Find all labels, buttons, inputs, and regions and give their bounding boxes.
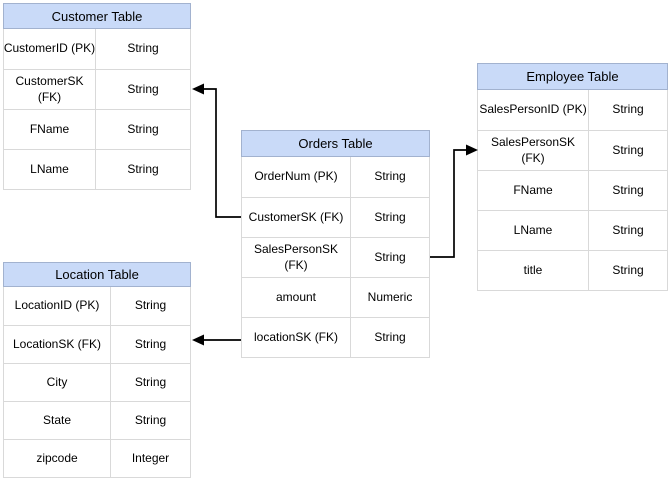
field-name-cell: title: [478, 251, 589, 290]
field-name-cell: LocationSK (FK): [4, 326, 111, 363]
field-name-cell: LName: [478, 211, 589, 250]
field-type-cell: String: [134, 412, 167, 427]
table-row: OrderNum (PK) String: [242, 157, 429, 197]
connector-orders-to-customer[interactable]: [192, 83, 241, 218]
connector-orders-to-location[interactable]: [192, 334, 241, 346]
field-name-cell: amount: [242, 278, 351, 317]
table-row: SalesPersonID (PK) String: [478, 90, 667, 130]
field-type-cell: String: [134, 374, 167, 389]
table-row: SalesPersonSK (FK) String: [242, 237, 429, 277]
customer-table-header: Customer Table: [3, 3, 191, 29]
field-name-cell: zipcode: [4, 440, 111, 477]
field-type-cell: String: [374, 249, 406, 264]
table-row: amount Numeric: [242, 277, 429, 317]
field-name-cell: OrderNum (PK): [242, 157, 351, 197]
table-row: LName String: [4, 149, 190, 189]
field-name-cell: SalesPersonSK (FK): [242, 238, 351, 277]
field-type-cell: Integer: [131, 450, 170, 465]
field-type-cell: String: [374, 169, 406, 184]
field-type-cell: String: [612, 262, 644, 277]
orders-table-body: OrderNum (PK) String CustomerSK (FK) Str…: [241, 157, 430, 358]
table-row: SalesPersonSK (FK) String: [478, 130, 667, 170]
customer-table-body: CustomerID (PK) String CustomerSK (FK) S…: [3, 29, 191, 190]
table-title: Customer Table: [51, 8, 143, 24]
field-name-cell: City: [4, 364, 111, 401]
field-name-cell: FName: [4, 110, 96, 149]
field-name-cell: SalesPersonSK (FK): [478, 131, 589, 170]
table-row: LocationSK (FK) String: [4, 325, 190, 363]
field-name-cell: locationSK (FK): [242, 318, 351, 357]
table-row: City String: [4, 363, 190, 401]
table-row: CustomerSK (FK) String: [4, 69, 190, 109]
field-type-cell: String: [134, 298, 167, 313]
field-type-cell: String: [612, 102, 644, 117]
field-name-cell: FName: [478, 171, 589, 210]
table-row: CustomerID (PK) String: [4, 29, 190, 69]
field-type-cell: String: [374, 209, 406, 224]
field-type-cell: String: [612, 182, 644, 197]
field-type-cell: Numeric: [367, 289, 413, 304]
table-row: locationSK (FK) String: [242, 317, 429, 357]
table-row: zipcode Integer: [4, 439, 190, 477]
customer-table[interactable]: Customer Table CustomerID (PK) String Cu…: [3, 3, 191, 190]
field-name-cell: CustomerID (PK): [4, 29, 96, 69]
field-name-cell: CustomerSK (FK): [4, 70, 96, 109]
table-title: Employee Table: [526, 69, 619, 84]
field-type-cell: String: [612, 222, 644, 237]
arrowhead-left-icon: [192, 334, 204, 346]
field-type-cell: String: [127, 41, 159, 56]
field-name-cell: LName: [4, 150, 96, 189]
table-row: State String: [4, 401, 190, 439]
employee-table-body: SalesPersonID (PK) String SalesPersonSK …: [477, 90, 668, 291]
table-row: FName String: [4, 109, 190, 149]
field-type-cell: String: [612, 142, 644, 157]
employee-table[interactable]: Employee Table SalesPersonID (PK) String…: [477, 63, 668, 291]
field-name-cell: LocationID (PK): [4, 287, 111, 325]
table-row: FName String: [478, 170, 667, 210]
employee-table-header: Employee Table: [477, 63, 668, 90]
field-name-cell: State: [4, 402, 111, 439]
table-title: Orders Table: [298, 136, 373, 151]
field-type-cell: String: [127, 121, 159, 136]
table-title: Location Table: [55, 267, 139, 282]
field-type-cell: String: [134, 336, 167, 351]
field-type-cell: String: [127, 81, 159, 96]
field-type-cell: String: [374, 329, 406, 344]
table-row: LocationID (PK) String: [4, 287, 190, 325]
arrowhead-left-icon: [192, 83, 204, 95]
orders-table-header: Orders Table: [241, 130, 430, 157]
field-name-cell: SalesPersonID (PK): [478, 90, 589, 130]
field-type-cell: String: [127, 161, 159, 176]
table-row: CustomerSK (FK) String: [242, 197, 429, 237]
orders-table[interactable]: Orders Table OrderNum (PK) String Custom…: [241, 130, 430, 358]
field-name-cell: CustomerSK (FK): [242, 198, 351, 237]
location-table-header: Location Table: [3, 262, 191, 287]
table-row: LName String: [478, 210, 667, 250]
location-table-body: LocationID (PK) String LocationSK (FK) S…: [3, 287, 191, 478]
location-table[interactable]: Location Table LocationID (PK) String Lo…: [3, 262, 191, 478]
table-row: title String: [478, 250, 667, 290]
connector-orders-to-employee[interactable]: [430, 144, 478, 258]
